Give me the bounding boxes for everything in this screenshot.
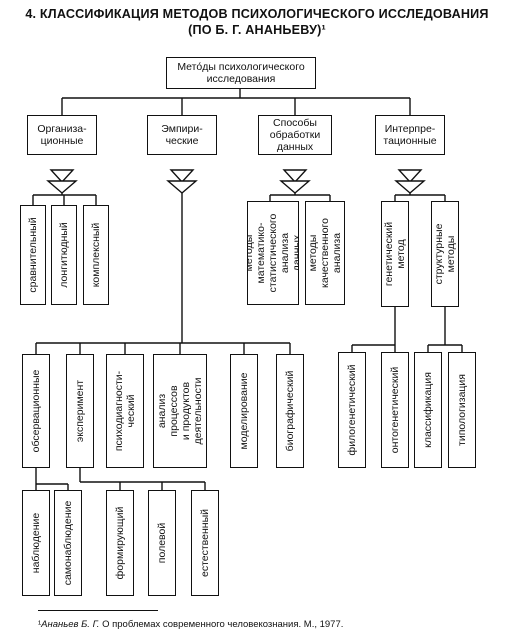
- node-psychodiagnostic-label: психодиагности- ческий: [113, 370, 137, 452]
- node-empirical: Эмпири- ческие: [147, 115, 217, 155]
- node-phylogenetic: филогенетический: [338, 352, 366, 468]
- node-observation: наблюдение: [22, 490, 50, 596]
- footnote-author: Ананьев Б. Г.: [41, 619, 100, 630]
- node-ontogenetic: онтогенетический: [381, 352, 409, 468]
- node-biographical-label: биографический: [284, 370, 296, 452]
- node-modeling: моделирование: [230, 354, 258, 468]
- node-field-label: полевой: [156, 522, 168, 564]
- node-organizational: Организа- ционные: [27, 115, 97, 155]
- node-self-observation: самонаблюдение: [54, 490, 82, 596]
- node-observational-label: обсервационные: [30, 369, 42, 453]
- node-observation-label: наблюдение: [30, 512, 42, 574]
- node-natural-label: естественный: [199, 509, 211, 577]
- node-data-processing-label: Способы обработки данных: [269, 117, 321, 153]
- node-biographical: биографический: [276, 354, 304, 468]
- node-modeling-label: моделирование: [238, 372, 250, 450]
- node-genetic: генетический метод: [381, 201, 409, 307]
- footnote-rule: [38, 610, 158, 611]
- node-complex-label: комплексный: [90, 222, 102, 288]
- node-structural: структурные методы: [431, 201, 459, 307]
- node-ontogenetic-label: онтогенетический: [389, 366, 401, 454]
- title-line-1: 4. КЛАССИФИКАЦИЯ МЕТОДОВ ПСИХОЛОГИЧЕСКОГ…: [25, 7, 489, 21]
- node-qualitative-label: методы качественного анализа: [307, 218, 343, 288]
- node-organizational-label: Организа- ционные: [37, 123, 87, 147]
- node-activity-analysis: анализ процессов и продуктов деятельност…: [153, 354, 207, 468]
- node-math-statistical: методы математико- статистического анали…: [247, 201, 299, 305]
- node-longitudinal: лонгитюдный: [51, 205, 77, 305]
- node-qualitative: методы качественного анализа: [305, 201, 345, 305]
- node-formative: формирующий: [106, 490, 134, 596]
- node-complex: комплексный: [83, 205, 109, 305]
- node-data-processing: Способы обработки данных: [258, 115, 332, 155]
- diagram-title: 4. КЛАССИФИКАЦИЯ МЕТОДОВ ПСИХОЛОГИЧЕСКОГ…: [0, 6, 514, 38]
- node-interpretational-label: Интерпре- тационные: [383, 123, 437, 147]
- node-empirical-label: Эмпири- ческие: [161, 123, 203, 147]
- footnote-mark: ¹: [38, 619, 42, 630]
- node-typologization-label: типологизация: [456, 374, 468, 446]
- node-research-methods: Мето́ды психологического исследования: [166, 57, 316, 89]
- node-classification: классификация: [414, 352, 442, 468]
- node-interpretational: Интерпре- тационные: [375, 115, 445, 155]
- node-comparative-label: сравнительный: [27, 217, 39, 293]
- node-self-observation-label: самонаблюдение: [62, 500, 74, 586]
- node-typologization: типологизация: [448, 352, 476, 468]
- node-comparative: сравнительный: [20, 205, 46, 305]
- node-activity-analysis-label: анализ процессов и продуктов деятельност…: [156, 377, 204, 445]
- node-experiment-label: эксперимент: [74, 379, 86, 443]
- footnote: ¹Ананьев Б. Г. О проблемах современного …: [38, 619, 343, 630]
- node-classification-label: классификация: [422, 372, 434, 448]
- footnote-text: О проблемах современного человекознания.…: [99, 619, 344, 630]
- title-line-2: (ПО Б. Г. АНАНЬЕВУ)¹: [188, 23, 326, 37]
- node-phylogenetic-label: филогенетический: [346, 364, 358, 456]
- node-structural-label: структурные методы: [433, 223, 457, 285]
- node-field: полевой: [148, 490, 176, 596]
- node-natural: естественный: [191, 490, 219, 596]
- node-longitudinal-label: лонгитюдный: [58, 222, 70, 288]
- node-math-statistical-label: методы математико- статистического анали…: [247, 213, 299, 293]
- node-experiment: эксперимент: [66, 354, 94, 468]
- node-psychodiagnostic: психодиагности- ческий: [106, 354, 144, 468]
- node-genetic-label: генетический метод: [383, 221, 407, 287]
- node-formative-label: формирующий: [114, 506, 126, 580]
- node-research-methods-label: Мето́ды психологического исследования: [177, 61, 305, 85]
- node-observational: обсервационные: [22, 354, 50, 468]
